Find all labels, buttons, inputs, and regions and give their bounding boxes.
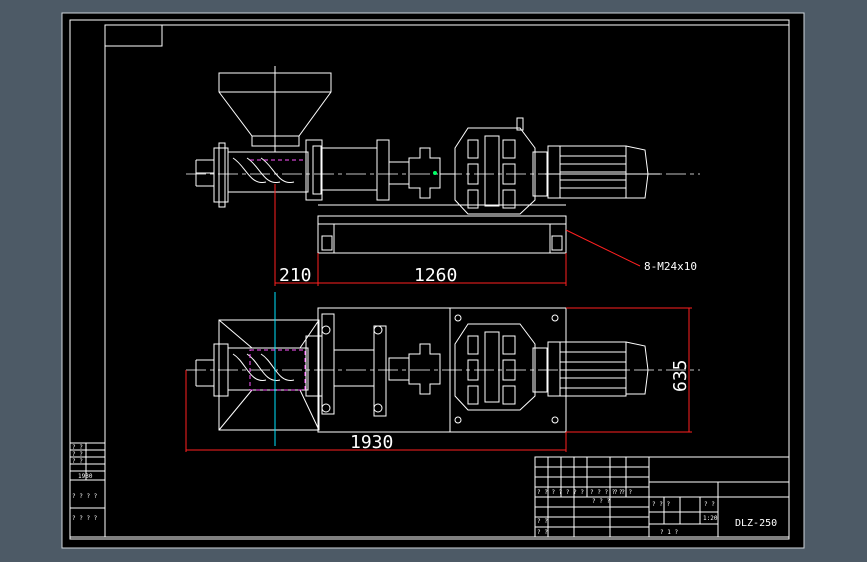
side-block xyxy=(69,442,106,538)
hatch-lower xyxy=(249,349,306,391)
center-marker xyxy=(433,171,437,175)
dim-offset: 210 xyxy=(279,265,312,286)
dimension-top xyxy=(274,184,641,286)
tb-header-right: ? ? ? xyxy=(614,489,632,496)
dim-base-length: 1260 xyxy=(414,265,457,286)
tb-row-c: ? ? xyxy=(537,518,548,525)
base-frame xyxy=(317,215,567,254)
bolt-callout: 8-M24x10 xyxy=(644,260,697,273)
drawing-sheet xyxy=(61,12,805,549)
tb-row-b: ? ? xyxy=(704,501,715,508)
code-box xyxy=(104,24,163,47)
title-block xyxy=(534,456,790,538)
tb-scale: 1:20 xyxy=(703,515,718,522)
side-mark-f: ? ? ? ? xyxy=(72,515,98,522)
tb-header-left: ? ? ? ? ? ? ? xyxy=(537,489,584,496)
dim-overall-length: 1930 xyxy=(350,432,393,453)
tb-row-e: ? ? xyxy=(537,529,548,536)
tb-bottom-marks: ? 1 ? xyxy=(660,529,678,536)
coupling xyxy=(408,147,441,199)
side-mark-a: ? ? xyxy=(72,444,83,451)
side-mark-c: ? ? xyxy=(72,458,83,465)
side-mark-d: 1930 xyxy=(78,473,93,480)
drawing-code: DLZ-250 xyxy=(735,518,777,529)
tb-header-mid: ? ? ? ? ? xyxy=(590,489,623,496)
tb-row-d: ? ? ? xyxy=(592,498,610,505)
front-elevation xyxy=(195,66,660,254)
tb-row-a: ? ? ? xyxy=(652,501,670,508)
side-mark-e: ? ? ? ? xyxy=(72,493,98,500)
dimension-plan xyxy=(185,307,692,452)
drawing-frame xyxy=(104,24,790,538)
plan-view xyxy=(195,307,649,433)
dim-overall-width: 635 xyxy=(670,359,691,392)
side-mark-b: ? ? xyxy=(72,451,83,458)
